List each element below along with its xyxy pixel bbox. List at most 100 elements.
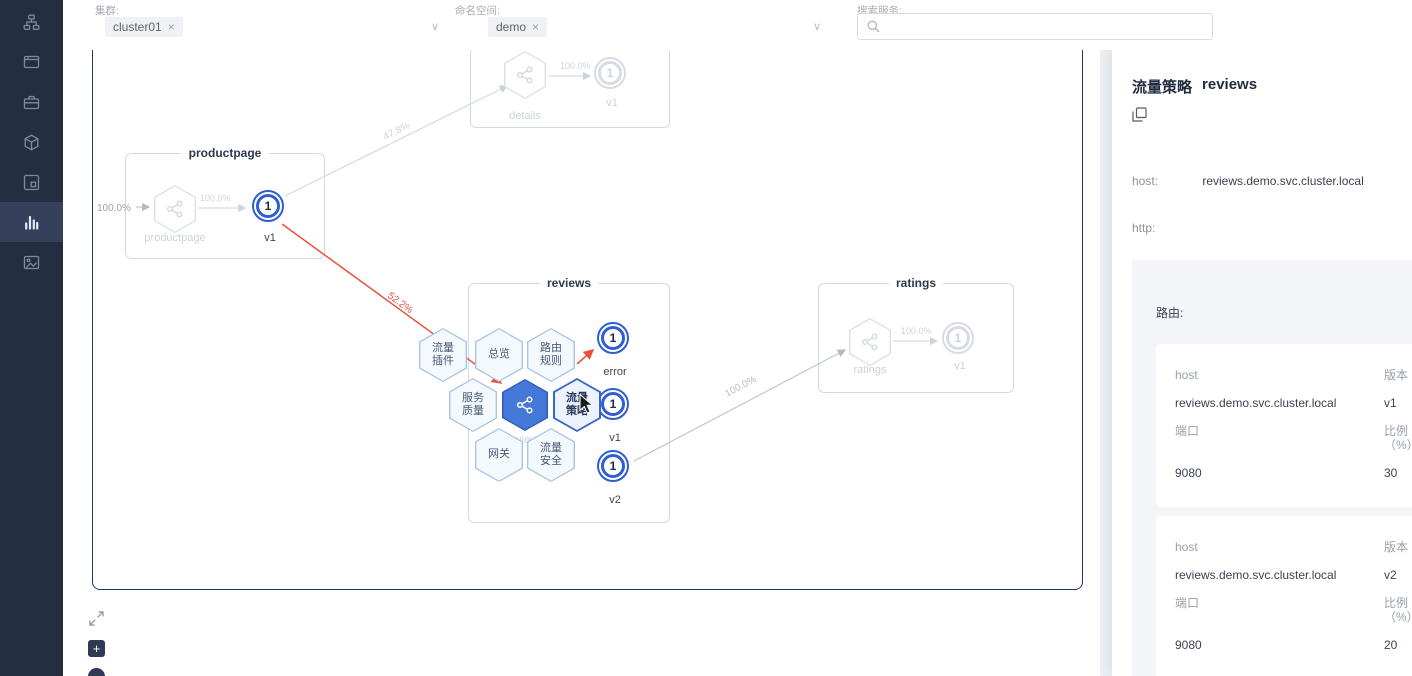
route-version-label: 版本 (1384, 540, 1409, 554)
service-mesh-icon (861, 333, 878, 351)
cluster-filter-label: 集群: (95, 5, 119, 17)
zoom-in-label: + (92, 641, 101, 656)
namespace-tag-label: demo (496, 20, 527, 34)
sidebar-item-apps[interactable] (0, 162, 63, 202)
node-value: 1 (601, 326, 625, 350)
fit-view-icon (89, 611, 104, 626)
route-version-value: v1 (1384, 396, 1397, 410)
host-value: reviews.demo.svc.cluster.local (1202, 174, 1364, 188)
menu-item-label: 路由规则 (540, 341, 562, 367)
node-value: 1 (601, 454, 625, 478)
node-ratings-service[interactable] (849, 318, 891, 366)
route-card-v2: host 版本 reviews.demo.svc.cluster.local v… (1156, 516, 1412, 676)
fit-view-button[interactable] (88, 610, 105, 632)
route-ratio-label: 比例（%） (1384, 596, 1412, 624)
node-label-reviews-v2: v2 (609, 494, 621, 506)
node-reviews-service[interactable] (502, 379, 548, 431)
route-port-label: 端口 (1175, 424, 1200, 438)
node-value: 1 (946, 326, 970, 350)
node-label-reviews-error: error (603, 366, 627, 378)
group-ratings: ratings (818, 276, 1014, 393)
namespace-filter-label: 命名空间: (455, 5, 500, 17)
node-label-ratings-v1: v1 (954, 360, 966, 372)
group-title-reviews: reviews (539, 276, 599, 290)
sidebar-item-console[interactable] (0, 42, 63, 82)
sidebar-item-gallery[interactable] (0, 242, 63, 282)
sidebar-item-workloads[interactable] (0, 82, 63, 122)
chevron-down-icon[interactable]: ∨ (813, 21, 822, 33)
node-label-productpage: productpage (144, 232, 206, 244)
host-row: host: reviews.demo.svc.cluster.local (1132, 174, 1364, 188)
menu-item-route-rules[interactable]: 路由规则 (527, 328, 575, 382)
node-details-v1[interactable]: 1 (594, 57, 626, 89)
close-icon[interactable]: × (532, 20, 540, 34)
close-icon[interactable]: × (167, 20, 175, 34)
menu-item-traffic-plugin[interactable]: 流量插件 (419, 328, 467, 382)
console-icon (23, 55, 40, 68)
search-input[interactable] (887, 19, 1203, 34)
sidebar (0, 0, 63, 676)
topology-icon (23, 14, 40, 30)
node-value: 1 (256, 194, 280, 218)
group-details: details (470, 50, 670, 128)
route-host-value: reviews.demo.svc.cluster.local (1175, 396, 1337, 410)
route-ratio-label: 比例（%） (1384, 424, 1412, 452)
image-icon (23, 255, 40, 269)
node-label-reviews-v1: v1 (609, 432, 621, 444)
namespace-tag[interactable]: demo × (488, 17, 548, 37)
cube-icon (24, 134, 39, 150)
node-label-details: details (509, 110, 541, 122)
route-port-value: 9080 (1175, 466, 1202, 480)
group-productpage: productpage (125, 146, 325, 259)
canvas-panel-divider (1100, 50, 1112, 676)
search-box (857, 13, 1213, 40)
menu-item-service-quality[interactable]: 服务质量 (449, 378, 497, 432)
briefcase-icon (23, 95, 40, 109)
menu-item-traffic-security[interactable]: 流量安全 (527, 428, 575, 482)
node-productpage-service[interactable] (154, 185, 196, 233)
route-host-value: reviews.demo.svc.cluster.local (1175, 568, 1337, 582)
sidebar-item-topology[interactable] (0, 2, 63, 42)
zoom-out-button[interactable] (88, 668, 105, 676)
group-title-productpage: productpage (181, 146, 269, 160)
menu-item-label: 总览 (488, 348, 510, 361)
node-productpage-v1[interactable]: 1 (252, 190, 284, 222)
cluster-tag[interactable]: cluster01 × (105, 17, 183, 37)
copy-icon[interactable] (1132, 107, 1147, 127)
http-label: http: (1132, 221, 1156, 235)
mesh-boundary (92, 50, 1083, 590)
chevron-down-icon[interactable]: ∨ (431, 21, 440, 33)
node-label-ratings: ratings (853, 364, 887, 376)
route-version-value: v2 (1384, 568, 1397, 582)
cluster-tag-label: cluster01 (113, 20, 162, 34)
menu-item-gateway[interactable]: 网关 (475, 428, 523, 482)
sidebar-item-mesh[interactable] (0, 122, 63, 162)
node-reviews-v1[interactable]: 1 (597, 388, 629, 420)
sidebar-item-metrics[interactable] (0, 202, 63, 242)
node-reviews-error[interactable]: 1 (597, 322, 629, 354)
node-ratings-v1[interactable]: 1 (942, 322, 974, 354)
node-details-service[interactable] (504, 51, 546, 99)
zoom-in-button[interactable]: + (88, 640, 105, 657)
node-label-productpage-v1: v1 (264, 232, 276, 244)
topbar: 集群: cluster01 × ∨ 命名空间: demo × ∨ 搜索服务: (63, 0, 1412, 50)
menu-item-label: 流量插件 (432, 341, 454, 367)
menu-item-label: 流量安全 (540, 441, 562, 467)
panel-title-type: 流量策略 (1132, 79, 1193, 96)
node-reviews-v2[interactable]: 1 (597, 450, 629, 482)
graph-canvas[interactable]: 100.0% 100.0% 47.8% 52.2% 100.0% 100.0% … (63, 50, 1100, 676)
route-host-label: host (1175, 540, 1198, 554)
menu-item-traffic-policy[interactable]: 流量策略 (553, 378, 601, 432)
node-value: 1 (598, 61, 622, 85)
route-port-label: 端口 (1175, 596, 1200, 610)
route-version-label: 版本 (1384, 368, 1409, 382)
route-ratio-value: 30 (1384, 466, 1398, 480)
route-port-value: 9080 (1175, 638, 1202, 652)
group-title-ratings: ratings (888, 276, 944, 290)
search-icon (867, 20, 880, 33)
node-label-details-v1: v1 (606, 97, 618, 109)
menu-item-overview[interactable]: 总览 (475, 328, 523, 382)
detail-panel: 流量策略 reviews host: reviews.demo.svc.clus… (1112, 50, 1412, 676)
apps-icon (23, 174, 40, 190)
